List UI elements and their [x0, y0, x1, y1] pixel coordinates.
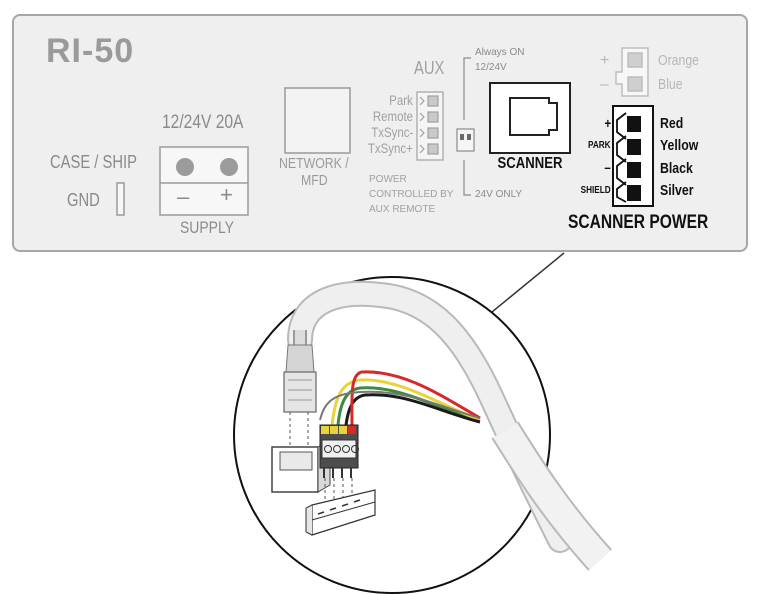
- jumper-label-top-line1: Always ON: [475, 47, 525, 58]
- optional-plus-label: +: [600, 52, 610, 69]
- scanner-power-pin-shield: SHIELD: [580, 185, 611, 196]
- scanner-power-wire-red: Red: [660, 115, 684, 132]
- pcb-header: [305, 489, 376, 536]
- aux-note-line2: CONTROLLED BY: [369, 189, 454, 200]
- scanner-power-title: SCANNER POWER: [568, 212, 709, 233]
- terminal-block: [319, 424, 359, 478]
- aux-pin-txsync-minus: TxSync-: [370, 124, 413, 140]
- supply-plus-label: +: [220, 182, 233, 207]
- scanner-label: SCANNER: [497, 155, 563, 172]
- gnd-label: GND: [67, 190, 100, 210]
- scanner-power-connector: [612, 105, 654, 207]
- supply-label: SUPPLY: [180, 218, 234, 237]
- case-ship-label: CASE / SHIP: [50, 152, 137, 172]
- scanner-power-wire-silver: Silver: [660, 182, 694, 199]
- gnd-terminal: [116, 182, 125, 216]
- aux-pin-park: Park: [389, 92, 413, 108]
- aux-note-line1: POWER: [369, 174, 407, 185]
- aux-title: AUX: [414, 58, 445, 78]
- aux-note-line3: AUX REMOTE: [369, 204, 436, 215]
- supply-minus-label: –: [177, 184, 190, 209]
- network-port: [284, 87, 351, 154]
- aux-pin-remote: Remote: [372, 108, 413, 124]
- supply-plus-screw: [220, 158, 238, 176]
- scanner-port: [489, 82, 571, 154]
- model-name: RI-50: [46, 32, 135, 70]
- rj45-plug: [283, 371, 317, 413]
- jumper-label-bottom: 24V ONLY: [475, 189, 523, 200]
- scanner-power-pin-minus: –: [604, 159, 611, 175]
- supply-connector: [159, 146, 249, 216]
- aux-power-connector: [615, 47, 649, 97]
- aux-pin-txsync-plus: TxSync+: [368, 140, 413, 156]
- optional-wire-orange: Orange: [658, 52, 700, 69]
- power-jumper: [456, 57, 475, 196]
- optional-wire-blue: Blue: [658, 76, 683, 93]
- aux-connector: [416, 91, 444, 161]
- scanner-power-wire-black: Black: [660, 160, 693, 177]
- supply-minus-screw: [176, 158, 194, 176]
- cable-illustration: [271, 280, 612, 571]
- scanner-power-pin-park: PARK: [588, 140, 611, 151]
- supply-rating: 12/24V 20A: [162, 112, 244, 133]
- jumper-label-top-line2: 12/24V: [475, 62, 507, 73]
- scanner-power-pin-plus: +: [604, 115, 611, 131]
- optional-minus-label: –: [600, 76, 609, 93]
- scanner-power-wire-yellow: Yellow: [660, 137, 699, 154]
- network-label-line1: NETWORK /: [279, 155, 349, 172]
- network-label-line2: MFD: [301, 172, 328, 189]
